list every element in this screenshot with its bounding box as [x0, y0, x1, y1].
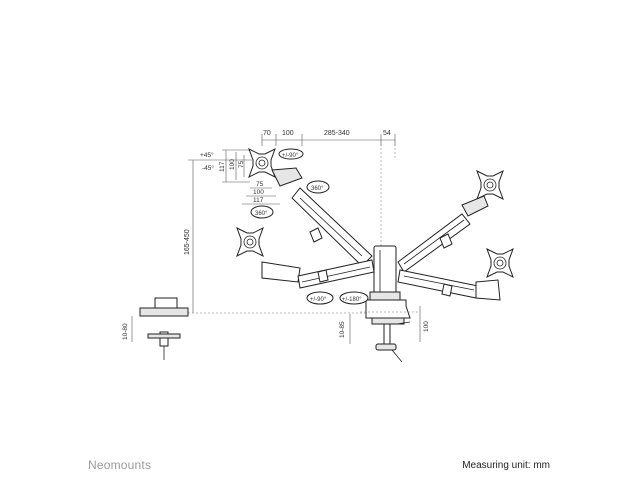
- dim-vesa-100-v: 100: [229, 159, 236, 170]
- dim-tilt-down: -45°: [202, 164, 214, 172]
- dim-285-340: 285-340: [324, 130, 350, 137]
- desk-clamp: [360, 299, 420, 363]
- dim-54: 54: [383, 130, 391, 137]
- swivel-180-base-badge: [339, 291, 369, 305]
- dim-height-range: 165-450: [184, 229, 191, 255]
- rotate-90-badge: [278, 148, 304, 160]
- vesa-plate-top-right: [476, 169, 504, 201]
- dim-swivel-360-a: 360°: [311, 186, 324, 192]
- vesa-horizontal-dims: [242, 187, 280, 205]
- dim-swivel-90-base: +/-90°: [310, 297, 327, 303]
- dim-vesa-75-v: 75: [238, 160, 245, 168]
- vesa-vertical-dims: [222, 149, 250, 183]
- dim-vesa-117-v: 117: [219, 161, 226, 172]
- height-dimension-line: [188, 159, 380, 314]
- vesa-plate-top-left: [248, 147, 276, 179]
- dim-70: 70: [263, 130, 271, 137]
- left-upper-arm: [271, 167, 373, 267]
- dim-base-100: 100: [423, 321, 430, 332]
- dim-vesa-100-h: 100: [253, 189, 264, 196]
- dim-tilt-up: +45°: [200, 151, 214, 159]
- dim-swivel-180-base: +/-180°: [342, 297, 362, 303]
- dim-swivel-360-b: 360°: [255, 211, 268, 217]
- left-lower-arm: [261, 259, 375, 289]
- vesa-plate-mid-right: [486, 247, 514, 279]
- dim-vesa-117-h: 117: [253, 197, 264, 204]
- swivel-90-base-badge: [306, 291, 334, 305]
- swivel-360-badge-a: [306, 180, 330, 194]
- grommet-detail: [139, 297, 189, 360]
- right-lower-arm: [397, 269, 501, 301]
- dim-desk-10-85: 10-85: [339, 321, 346, 338]
- measuring-unit-label: Measuring unit: mm: [462, 460, 550, 471]
- right-upper-arm: [397, 195, 489, 273]
- dim-vesa-75-h: 75: [256, 181, 264, 188]
- central-pole: [369, 245, 401, 301]
- vesa-plate-mid-left: [236, 226, 264, 258]
- swivel-360-badge-b: [250, 205, 274, 219]
- dim-100-top: 100: [282, 130, 294, 137]
- dim-rotate-90: +/-90°: [282, 153, 299, 159]
- dim-desk-10-80: 10-80: [122, 323, 129, 340]
- brand-logo-text: Neomounts: [88, 458, 152, 472]
